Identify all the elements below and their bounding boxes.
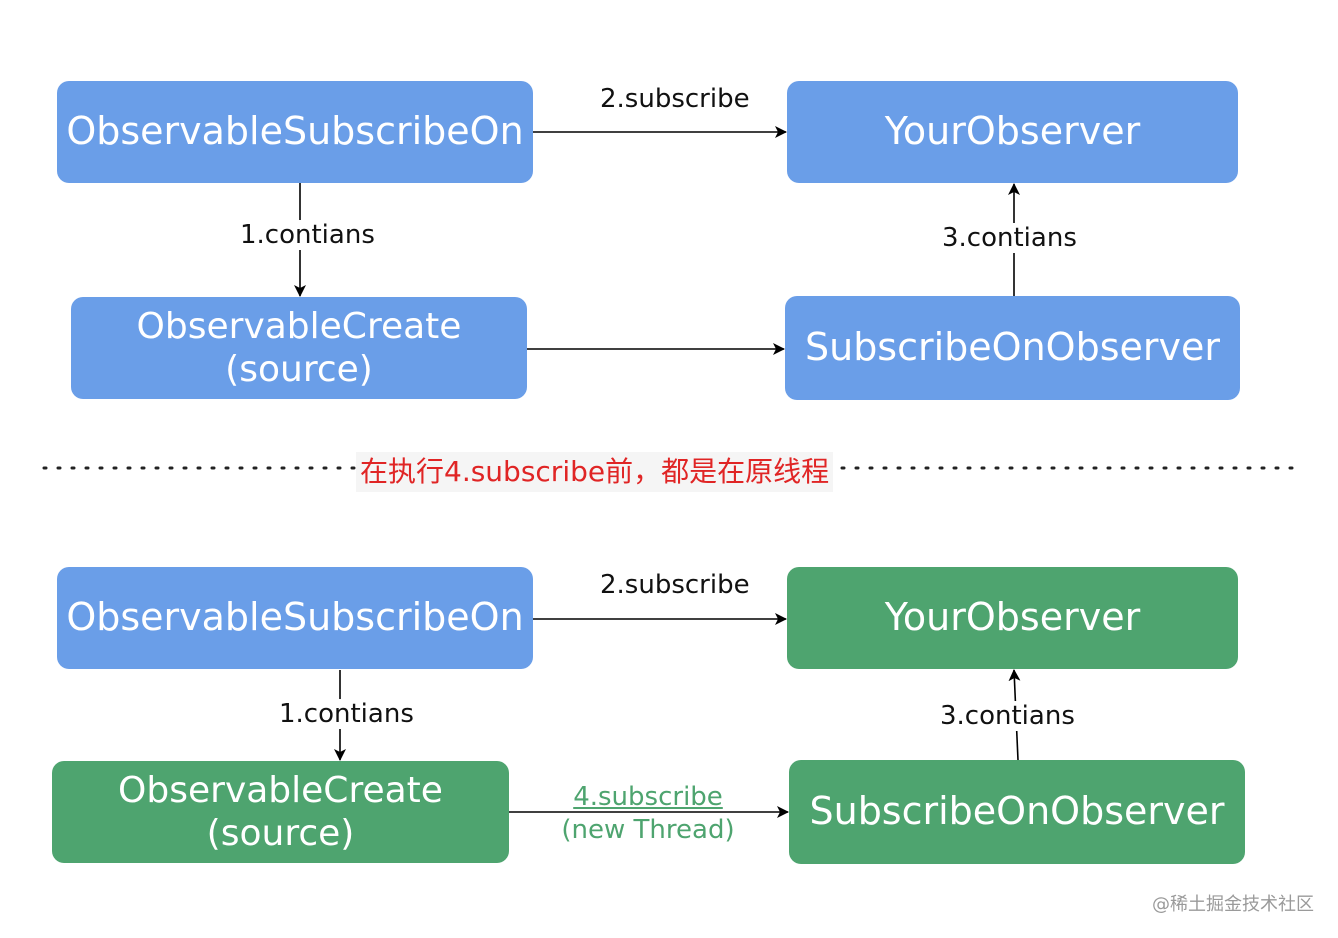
node-observable-create-bottom: ObservableCreate (source) [52, 761, 509, 863]
edge-label-bottom-contains3: 3.contians [936, 701, 1079, 731]
node-subscribe-on-observer-top: SubscribeOnObserver [785, 296, 1240, 400]
node-label: YourObserver [884, 595, 1141, 640]
edge-label-bottom-contains1: 1.contians [275, 699, 418, 729]
node-your-observer-bottom: YourObserver [787, 567, 1238, 669]
node-observable-subscribe-on-bottom: ObservableSubscribeOn [57, 567, 533, 669]
node-observable-subscribe-on-top: ObservableSubscribeOn [57, 81, 533, 183]
node-label: ObservableSubscribeOn [66, 109, 524, 154]
node-your-observer-top: YourObserver [787, 81, 1238, 183]
node-observable-create-top: ObservableCreate (source) [71, 297, 527, 399]
node-label-line1: ObservableCreate [118, 769, 443, 811]
edge-label-line1: 4.subscribe [573, 782, 723, 812]
thread-divider-text: 在执行4.subscribe前，都是在原线程 [356, 452, 834, 492]
node-label-line1: ObservableCreate [136, 305, 462, 347]
edge-label-bottom-subscribe4: 4.subscribe (new Thread) [548, 781, 748, 846]
watermark: @稀土掘金技术社区 [1152, 894, 1314, 915]
node-label-line2: (source) [206, 813, 355, 854]
node-label-line2: (source) [225, 349, 373, 390]
node-subscribe-on-observer-bottom: SubscribeOnObserver [789, 760, 1245, 864]
node-label: YourObserver [884, 109, 1141, 154]
edge-label-bottom-subscribe: 2.subscribe [600, 570, 750, 600]
edge-label-top-subscribe: 2.subscribe [600, 84, 750, 114]
node-label: SubscribeOnObserver [804, 325, 1220, 370]
edge-label-line2: (new Thread) [561, 814, 735, 845]
edge-label-top-contains1: 1.contians [236, 220, 379, 250]
edge-label-top-contains3: 3.contians [938, 223, 1081, 253]
node-label: SubscribeOnObserver [809, 789, 1225, 834]
node-label: ObservableSubscribeOn [66, 595, 524, 640]
